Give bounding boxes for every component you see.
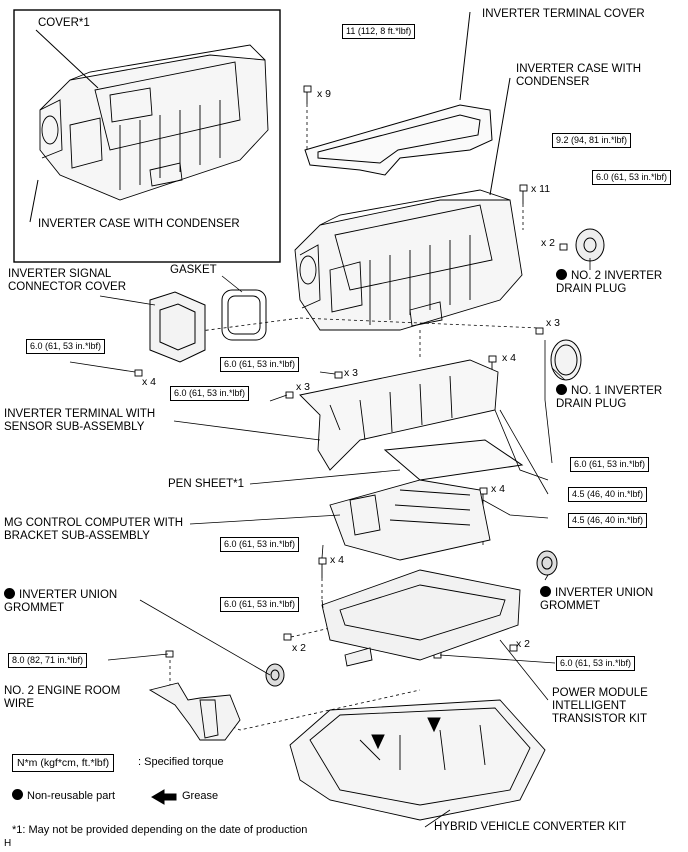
inset-frame (13, 9, 281, 263)
label-union-grommet-right: INVERTER UNION GROMMET (540, 586, 654, 612)
footnote: *1: May not be provided depending on the… (12, 824, 308, 836)
torque-9-2: 9.2 (94, 81 in.*lbf) (552, 133, 632, 148)
leader-terminal-cover (459, 11, 471, 101)
drain-plug-2 (575, 228, 605, 262)
leader-case (489, 77, 511, 196)
grease-arrow (371, 734, 385, 750)
qty-3-drain: x 3 (546, 317, 561, 329)
torque-11: 11 (112, 8 ft.*lbf) (342, 24, 416, 39)
label-inset-case: INVERTER CASE WITH CONDENSER (38, 218, 240, 230)
label-drain-plug-1: NO. 1 INVERTER DRAIN PLUG (556, 384, 663, 410)
signal-connector-cover (149, 291, 206, 363)
nonreusable-dot (4, 588, 15, 599)
label-case-condenser: INVERTER CASE WITH CONDENSER (516, 63, 642, 88)
bolts (134, 85, 568, 659)
label-cover1: COVER*1 (38, 17, 90, 29)
legend-nonreusable: Non-reusable part (12, 789, 115, 802)
torque-a: 6.0 (61, 53 in.*lbf) (220, 357, 300, 372)
torque-8-0: 8.0 (82, 71 in.*lbf) (8, 653, 88, 668)
torque-4-5-a: 4.5 (46, 40 in.*lbf) (568, 487, 648, 502)
label-terminal-cover: INVERTER TERMINAL COVER (482, 8, 645, 20)
qty-11: x 11 (531, 183, 551, 195)
leader-cover1 (35, 29, 99, 89)
nonreusable-dot (556, 269, 567, 280)
pen-sheet (383, 439, 524, 481)
qty-3-a: x 3 (344, 367, 359, 379)
qty-4-b: x 4 (491, 483, 506, 495)
qty-4-a: x 4 (502, 352, 517, 364)
qty-3-b: x 3 (296, 381, 311, 393)
torque-drain1: 6.0 (61, 53 in.*lbf) (570, 457, 650, 472)
label-converter-kit: HYBRID VEHICLE CONVERTER KIT (434, 821, 627, 833)
grommet-left (265, 663, 285, 687)
label-drain-plug-2: NO. 2 INVERTER DRAIN PLUG (556, 269, 663, 295)
nonreusable-dot (540, 586, 551, 597)
legend-torque-unit: N*m (kgf*cm, ft.*lbf) (12, 754, 115, 772)
nonreusable-dot (12, 789, 23, 800)
torque-drain2: 6.0 (61, 53 in.*lbf) (592, 170, 672, 185)
torque-bottom: 6.0 (61, 53 in.*lbf) (556, 656, 636, 671)
qty-4-signal: x 4 (142, 376, 157, 388)
inset-inverter-case (39, 44, 269, 201)
label-engine-room-wire: NO. 2 ENGINE ROOM WIRE (4, 685, 121, 710)
inverter-case-with-condenser (294, 189, 523, 331)
torque-pm: 6.0 (61, 53 in.*lbf) (220, 597, 300, 612)
grease-icon (151, 789, 177, 805)
label-terminal-sensor: INVERTER TERMINAL WITH SENSOR SUB-ASSEMB… (4, 408, 156, 433)
qty-9: x 9 (317, 88, 332, 100)
leader-lines (69, 258, 591, 828)
legend-grease: Grease (182, 790, 219, 802)
mg-control-computer (329, 479, 491, 561)
inverter-terminal-sensor (299, 359, 499, 471)
converter-kit (289, 699, 546, 821)
nonreusable-dot (556, 384, 567, 395)
torque-b: 6.0 (61, 53 in.*lbf) (170, 386, 250, 401)
leader-inset-case (29, 179, 39, 223)
label-mg-control: MG CONTROL COMPUTER WITH BRACKET SUB-ASS… (4, 517, 184, 542)
qty-2-drain: x 2 (541, 237, 556, 249)
label-power-module: POWER MODULE INTELLIGENT TRANSISTOR KIT (552, 687, 648, 725)
torque-mg: 6.0 (61, 53 in.*lbf) (220, 537, 300, 552)
corner-mark: H (4, 838, 12, 849)
torque-4-5-b: 4.5 (46, 40 in.*lbf) (568, 513, 648, 528)
label-union-grommet-left: INVERTER UNION GROMMET (4, 588, 118, 614)
grommet-right (536, 550, 558, 576)
power-module (321, 569, 521, 667)
qty-4-mg: x 4 (330, 554, 345, 566)
torque-signal: 6.0 (61, 53 in.*lbf) (26, 339, 106, 354)
qty-2-right: x 2 (516, 638, 531, 650)
label-gasket: GASKET (170, 264, 217, 276)
engine-room-wire (148, 682, 241, 741)
qty-2-pm: x 2 (292, 642, 307, 654)
drain-plug-1 (550, 339, 582, 381)
label-pen-sheet: PEN SHEET*1 (168, 478, 245, 490)
gasket (221, 289, 267, 341)
grease-arrow (427, 717, 441, 733)
legend-torque-desc: : Specified torque (138, 756, 224, 768)
label-signal-cover: INVERTER SIGNAL CONNECTOR COVER (8, 268, 126, 293)
inverter-terminal-cover (304, 104, 493, 176)
